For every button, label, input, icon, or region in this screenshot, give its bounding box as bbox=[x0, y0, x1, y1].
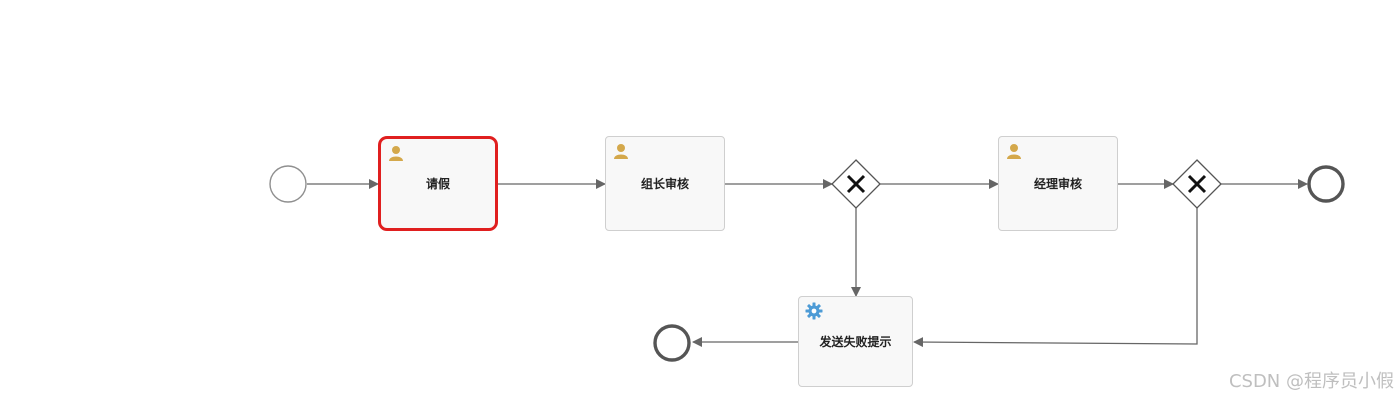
user-icon bbox=[614, 144, 628, 159]
start-event-circle[interactable] bbox=[269, 165, 307, 203]
task-label: 请假 bbox=[425, 177, 450, 191]
task-manager-review[interactable]: 经理审核 bbox=[998, 136, 1118, 231]
user-icon bbox=[389, 146, 403, 161]
task-team-lead-review[interactable]: 组长审核 bbox=[605, 136, 725, 231]
task-leave-request[interactable]: 请假 bbox=[378, 136, 498, 231]
x-icon bbox=[1187, 174, 1207, 194]
user-icon bbox=[1007, 144, 1021, 159]
flow-gateway-2-to-failure-notice[interactable] bbox=[913, 208, 1198, 348]
task-label: 发送失败提示 bbox=[819, 335, 892, 349]
end-event-failure-circle[interactable] bbox=[653, 324, 691, 362]
task-send-failure-notice[interactable]: 发送失败提示 bbox=[798, 296, 913, 387]
task-label: 组长审核 bbox=[640, 177, 689, 191]
exclusive-gateway-1[interactable] bbox=[831, 159, 881, 209]
gear-icon bbox=[805, 302, 823, 320]
end-event-main-circle[interactable] bbox=[1307, 165, 1345, 203]
task-label: 经理审核 bbox=[1033, 177, 1082, 191]
watermark: CSDN @程序员小假 bbox=[1228, 371, 1394, 392]
exclusive-gateway-2[interactable] bbox=[1172, 159, 1222, 209]
x-icon bbox=[846, 174, 866, 194]
